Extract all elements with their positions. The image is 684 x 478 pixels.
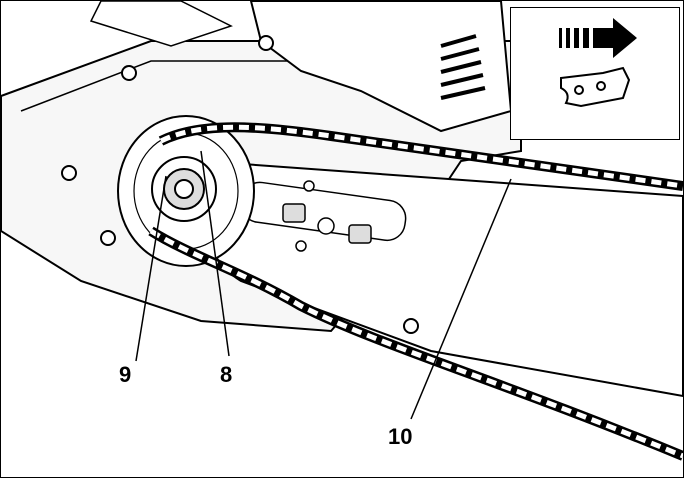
screw-icon (61, 35, 419, 334)
saw-chain (148, 122, 683, 461)
callout-8: 8 (220, 362, 233, 387)
sprocket-icon (151, 156, 217, 222)
leader-lines (135, 150, 512, 420)
chain-direction-arrow-icon (559, 18, 637, 108)
callout-9: 9 (119, 362, 132, 387)
chain-direction-inset (510, 7, 680, 140)
callout-10: 10 (388, 424, 413, 449)
housing-vents (440, 34, 486, 100)
bar-adjusters (282, 180, 372, 252)
chain-link-icon (560, 66, 631, 108)
